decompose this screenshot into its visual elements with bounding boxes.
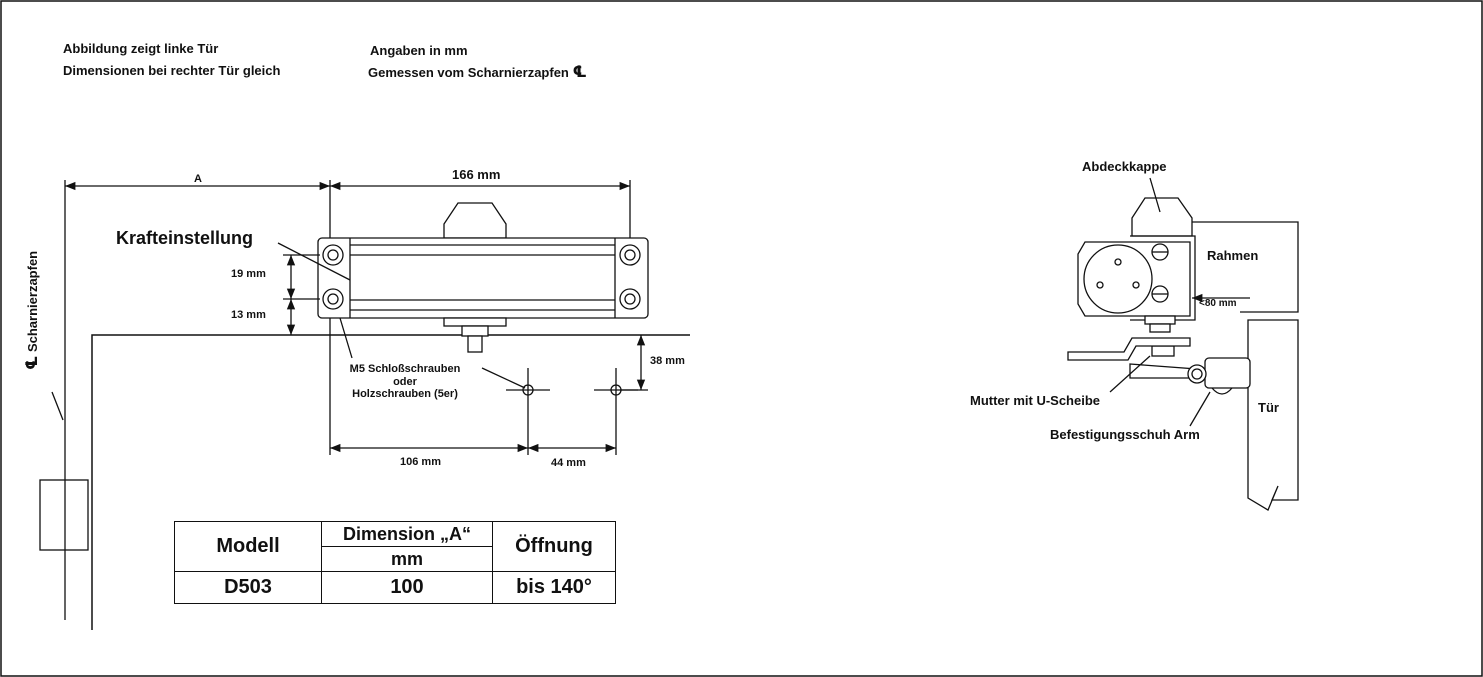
screws-line-2: oder <box>393 375 417 388</box>
screws-line-3: Holzschrauben (5er) <box>352 388 458 401</box>
model-table: Modell Dimension „A“ Öffnung mm D503 100… <box>174 521 616 604</box>
kraft-leader <box>277 242 351 281</box>
dim-a-label: A <box>194 173 202 185</box>
shoe-label: Befestigungsschuh Arm <box>1050 427 1200 442</box>
nut-label: Mutter mit U-Scheibe <box>970 393 1101 408</box>
hinge-leader <box>51 391 64 421</box>
door-frame-line <box>91 334 690 630</box>
closer-body <box>317 202 649 353</box>
table-row: D503 100 bis 140° <box>174 571 616 604</box>
header-unit: mm <box>321 546 493 572</box>
note-measured: Gemessen vom Scharnierzapfen ℄ <box>368 64 587 82</box>
screws-line-1: M5 Schloßschrauben <box>349 363 461 375</box>
hinge-label-text: Scharnierzapfen <box>25 250 40 353</box>
cell-model: D503 <box>174 571 322 604</box>
note-measured-text: Gemessen vom Scharnierzapfen <box>368 65 569 80</box>
hinge-centerline-symbol: ℄ <box>24 355 41 370</box>
shoe-leader <box>1189 391 1211 427</box>
dim-19-label: 19 mm <box>231 268 266 280</box>
note-units: Angaben in mm <box>370 43 468 58</box>
dim-13-label: 13 mm <box>231 309 266 321</box>
cell-opening: bis 140° <box>492 571 616 604</box>
header-model: Modell <box>174 521 322 572</box>
note-right-door: Dimensionen bei rechter Tür gleich <box>63 63 281 78</box>
cap-leader <box>1149 177 1161 213</box>
mounting-holes <box>506 368 638 455</box>
centerline-symbol: ℄ <box>572 64 587 81</box>
dim-80-label: <80 mm <box>1199 298 1237 309</box>
hinge-box <box>39 479 89 551</box>
screws-label: M5 Schloßschrauben oder Holzschrauben (5… <box>330 363 480 401</box>
dim-38-label: 38 mm <box>650 355 685 367</box>
dim-106-label: 106 mm <box>400 456 441 468</box>
header-dimension: Dimension „A“ <box>321 521 493 547</box>
cap-label: Abdeckkappe <box>1082 159 1167 174</box>
cell-dimension: 100 <box>321 571 493 604</box>
nut-leader <box>1109 355 1151 393</box>
note-left-door: Abbildung zeigt linke Tür <box>63 41 219 56</box>
side-view <box>1067 177 1299 511</box>
door-label: Tür <box>1258 400 1279 415</box>
dim-44-label: 44 mm <box>551 457 586 469</box>
krafteinstellung-label: Krafteinstellung <box>116 228 254 248</box>
dim-166-label: 166 mm <box>452 167 501 182</box>
screws-leader <box>339 317 353 359</box>
frame-label: Rahmen <box>1207 248 1259 263</box>
header-opening: Öffnung <box>492 521 616 572</box>
hinge-label: ℄ Scharnierzapfen <box>24 251 42 370</box>
